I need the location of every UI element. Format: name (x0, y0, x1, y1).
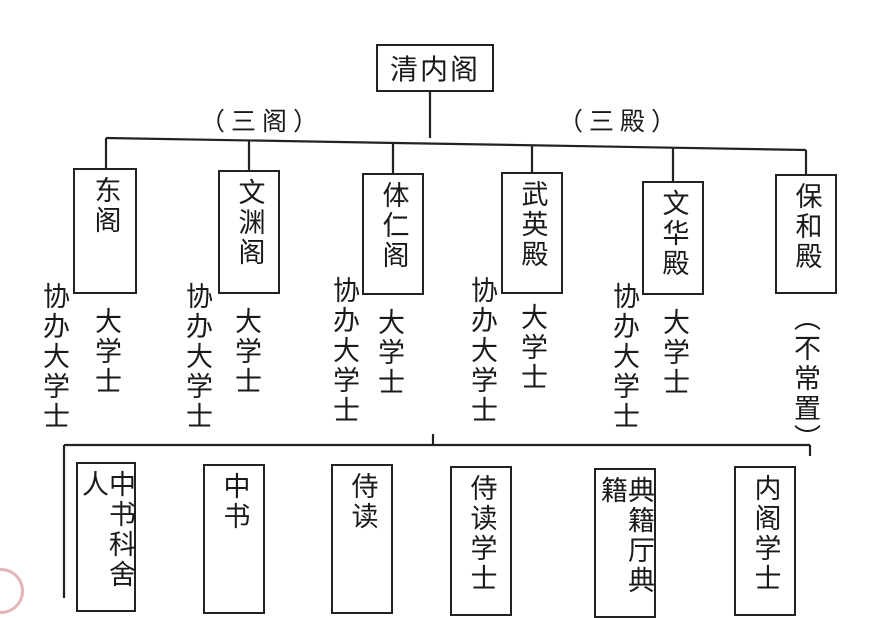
hall-label: 体仁阁 (377, 181, 409, 271)
office-node-zhongshu: 中书 (203, 464, 265, 614)
root-label: 清内阁 (389, 53, 480, 86)
hall-node-wuyingdian: 武英殿 (501, 172, 563, 294)
hall-node-baohedian: 保和殿 (775, 174, 837, 294)
office-node-shidu: 侍读 (331, 464, 393, 614)
hall-node-wenyuange: 文渊阁 (218, 170, 280, 294)
title-xieban-daxueshi: 协办大学士 (466, 276, 497, 426)
hall-label: 武英殿 (516, 180, 548, 270)
office-label: 侍读学士 (465, 474, 497, 594)
office-node-dianjiting-dianji: 典籍厅典籍 (594, 468, 656, 618)
title-xieban-daxueshi: 协办大学士 (328, 276, 359, 426)
title-xieban-daxueshi: 协办大学士 (608, 282, 639, 432)
hall-label: 文华殿 (657, 189, 689, 279)
title-xieban-daxueshi: 协办大学士 (38, 282, 69, 432)
group-label-three-dian: （三殿） (558, 107, 683, 136)
title-daxueshi: 大学士 (90, 307, 121, 397)
title-daxueshi: 大学士 (658, 308, 689, 398)
hall-node-donge: 东阁 (73, 168, 137, 294)
office-node-neige-xueshi: 内阁学士 (734, 466, 796, 616)
hall-label: 东阁 (89, 176, 121, 236)
hall-node-tirenge: 体仁阁 (362, 173, 424, 295)
title-daxueshi: 大学士 (516, 303, 547, 393)
office-label: 内阁学士 (749, 474, 781, 594)
office-label: 侍读 (346, 472, 378, 532)
hall-label: 保和殿 (790, 182, 822, 272)
office-label: 典籍厅典籍 (596, 476, 654, 596)
hall-label: 文渊阁 (233, 178, 265, 268)
office-label: 中书 (218, 472, 250, 532)
hall-node-wenhuadian: 文华殿 (642, 181, 704, 295)
root-node: 清内阁 (376, 44, 494, 92)
group-label-three-ge: （三阁） (200, 107, 325, 136)
office-node-shidu-xueshi: 侍读学士 (450, 466, 512, 616)
title-daxueshi: 大学士 (373, 308, 404, 398)
office-label: 中书科舍人 (77, 470, 135, 590)
office-node-zhongshuke-sheren: 中书科舍人 (76, 462, 136, 612)
title-xieban-daxueshi: 协办大学士 (181, 282, 212, 432)
title-bu-chang-zhi: （不常置） (789, 304, 820, 454)
title-daxueshi: 大学士 (230, 307, 261, 397)
connector-lines (62, 92, 812, 598)
